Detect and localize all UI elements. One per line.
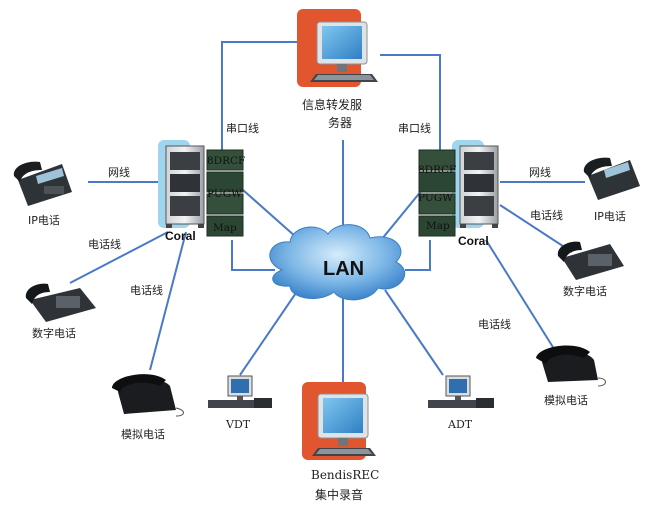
right-digital-phone-label: 数字电话 [563, 285, 607, 298]
serial-line-right-label: 串口线 [398, 122, 431, 135]
serial-line-right [380, 54, 441, 150]
link-right-switch-lan-diag [376, 189, 423, 246]
left-analog-phone-icon [112, 374, 184, 417]
left-ip-phone-icon [13, 161, 72, 206]
left-switch-brand: Coral [165, 229, 196, 243]
connection-lines [69, 41, 585, 382]
left-card-pugw: PUGW [207, 188, 242, 200]
lan-label: LAN [323, 258, 365, 280]
vdt-terminal-icon [208, 375, 272, 408]
phone-line-right-digital [499, 204, 573, 253]
right-ip-phone-icon [583, 157, 640, 200]
right-ip-phone-label: IP电话 [594, 210, 626, 223]
phone-line-left-analog [149, 231, 187, 371]
right-switch-brand: Coral [458, 234, 489, 248]
serial-line-left-label: 串口线 [226, 122, 259, 135]
link-left-map-lan [231, 240, 275, 271]
left-card-map: Map [213, 222, 237, 234]
net-line-right-label: 网线 [529, 166, 551, 179]
left-ip-phone-label: IP电话 [28, 214, 60, 227]
forwarding-server-label-line2: 务器 [328, 116, 353, 130]
right-card-map: Map [426, 220, 450, 232]
forwarding-server-label-line1: 信息转发服 [302, 98, 363, 112]
phone-line-right-analog [485, 239, 557, 353]
recording-server-label-line1: BendisREC [311, 468, 380, 482]
right-card-pugw: PUGW [418, 192, 453, 204]
vdt-label: VDT [226, 418, 251, 431]
net-line-left-label: 网线 [108, 166, 130, 179]
link-lan-vdt [239, 289, 299, 376]
adt-terminal-icon [428, 375, 494, 408]
left-digital-phone-label: 数字电话 [32, 327, 76, 340]
phone-line-right-2-label: 电话线 [478, 318, 511, 331]
left-analog-phone-label: 模拟电话 [121, 428, 165, 441]
right-card-8drcf: 8DRCF [418, 164, 457, 176]
phone-line-left-digital [69, 231, 169, 284]
link-right-map-lan [405, 240, 431, 271]
link-lan-adt [384, 289, 444, 376]
adt-label: ADT [448, 418, 473, 431]
right-analog-phone-icon [536, 345, 606, 387]
left-switch-icon [158, 140, 205, 228]
right-switch-icon [452, 140, 499, 228]
right-analog-phone-label: 模拟电话 [544, 394, 588, 407]
left-digital-phone-icon [25, 283, 96, 322]
right-digital-phone-icon [557, 241, 624, 280]
left-card-8drcf: 8DRCF [207, 155, 246, 167]
phone-line-right-1-label: 电话线 [530, 209, 563, 222]
right-switch-cards [418, 149, 456, 237]
recording-server-icon [302, 382, 376, 460]
forwarding-server-icon [297, 9, 378, 87]
phone-line-left-2-label: 电话线 [130, 284, 163, 297]
phone-line-left-1-label: 电话线 [88, 238, 121, 251]
recording-server-label-line2: 集中录音 [315, 488, 364, 502]
lan-cloud-icon [269, 224, 406, 301]
left-switch-cards [206, 149, 244, 237]
serial-line-left [221, 41, 298, 150]
